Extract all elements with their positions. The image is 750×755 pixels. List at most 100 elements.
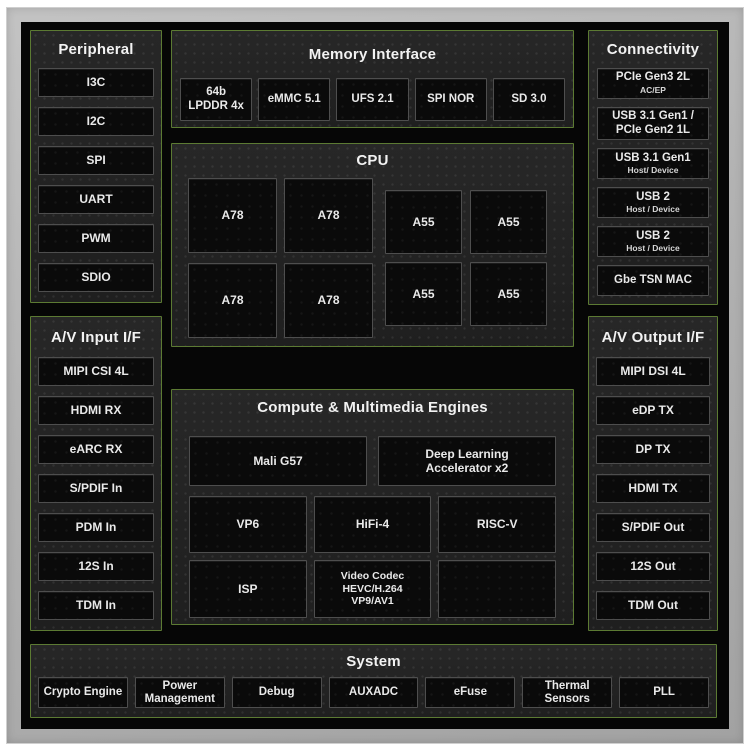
block-riscv: RISC-V bbox=[438, 496, 557, 553]
block-label: TDM In bbox=[76, 598, 116, 613]
block-label: VP6 bbox=[236, 517, 260, 532]
peripheral-items: I3C I2C SPI UART PWM SDIO bbox=[31, 68, 161, 292]
block-label: Gbe TSN MAC bbox=[614, 273, 692, 286]
block-label: Thermal Sensors bbox=[544, 679, 590, 705]
block-label: Debug bbox=[258, 686, 295, 699]
block-pll: PLL bbox=[619, 677, 710, 708]
block-label: PWM bbox=[81, 231, 111, 246]
block-label: Mali G57 bbox=[253, 453, 303, 468]
av-output-items: MIPI DSI 4L eDP TX DP TX HDMI TX S/PDIF … bbox=[589, 357, 717, 620]
block-label: ISP bbox=[238, 581, 258, 596]
block-label: S/PDIF Out bbox=[621, 520, 685, 535]
block-label: I2C bbox=[86, 114, 106, 129]
block-i3c: I3C bbox=[38, 68, 154, 97]
panel-title: A/V Output I/F bbox=[601, 328, 705, 346]
block-lpddr4: 64b LPDDR 4x bbox=[180, 78, 253, 121]
block-spi-nor: SPI NOR bbox=[414, 78, 487, 121]
block-usb2-b: USB 2 Host / Device bbox=[597, 226, 709, 258]
block-video-codec: Video Codec HEVC/H.264 VP9/AV1 bbox=[313, 560, 432, 618]
block-label: I3C bbox=[86, 75, 106, 90]
block-a55-core: A55 bbox=[385, 262, 462, 326]
block-auxadc: AUXADC bbox=[328, 677, 419, 708]
block-12s-out: 12S Out bbox=[596, 552, 710, 581]
panel-cpu: CPU A78 A78 A78 A78 A55 A55 A55 A55 bbox=[171, 143, 574, 347]
block-usb31-pcie-gen2: USB 3.1 Gen1 / PCIe Gen2 1L bbox=[597, 107, 709, 141]
block-label: UART bbox=[79, 192, 113, 207]
block-label: S/PDIF In bbox=[69, 481, 123, 496]
panel-title: System bbox=[346, 652, 401, 670]
panel-title: Connectivity bbox=[606, 41, 700, 58]
panel-title: CPU bbox=[356, 151, 389, 169]
panel-memory-interface: Memory Interface 64b LPDDR 4x eMMC 5.1 U… bbox=[171, 30, 574, 128]
block-label: HDMI RX bbox=[70, 403, 122, 418]
block-emmc: eMMC 5.1 bbox=[258, 78, 331, 121]
memory-items: 64b LPDDR 4x eMMC 5.1 UFS 2.1 SPI NOR SD… bbox=[172, 78, 573, 121]
block-label: TDM Out bbox=[628, 598, 678, 613]
panel-title: Compute & Multimedia Engines bbox=[257, 398, 488, 416]
panel-system: System Crypto Engine Power Management De… bbox=[30, 644, 717, 718]
block-sdio: SDIO bbox=[38, 263, 154, 292]
block-earc-rx: eARC RX bbox=[38, 435, 154, 464]
block-thermal-sensors: Thermal Sensors bbox=[522, 677, 613, 708]
block-label: eFuse bbox=[453, 686, 487, 699]
block-label: Deep Learning Accelerator x2 bbox=[425, 446, 509, 475]
block-label: USB 2 bbox=[636, 190, 670, 203]
chip-frame: Peripheral I3C I2C SPI UART PWM SDIO A/V… bbox=[6, 7, 744, 744]
compute-row-1: Mali G57 Deep Learning Accelerator x2 bbox=[172, 436, 573, 486]
panel-compute-multimedia: Compute & Multimedia Engines Mali G57 De… bbox=[171, 389, 574, 625]
block-label: PCIe Gen3 2L bbox=[615, 71, 691, 84]
block-sublabel: Host/ Device bbox=[627, 165, 679, 176]
block-a78-core: A78 bbox=[188, 263, 277, 338]
right-column: Connectivity PCIe Gen3 2L AC/EP USB 3.1 … bbox=[588, 30, 718, 631]
block-label: RISC-V bbox=[476, 517, 518, 532]
block-sublabel: AC/EP bbox=[640, 84, 666, 95]
block-label: A55 bbox=[497, 286, 520, 301]
panel-title: Memory Interface bbox=[308, 46, 437, 63]
block-deep-learning-accelerator: Deep Learning Accelerator x2 bbox=[378, 436, 556, 486]
a55-core-cluster: A55 A55 A55 A55 bbox=[385, 190, 547, 326]
system-items: Crypto Engine Power Management Debug AUX… bbox=[31, 677, 716, 708]
block-label: SPI bbox=[86, 153, 106, 168]
block-mipi-csi-4l: MIPI CSI 4L bbox=[38, 357, 154, 386]
block-edp-tx: eDP TX bbox=[596, 396, 710, 425]
block-label: eARC RX bbox=[69, 442, 123, 457]
block-label: SPI NOR bbox=[427, 92, 475, 105]
block-label: SD 3.0 bbox=[511, 92, 547, 105]
connectivity-items: PCIe Gen3 2L AC/EP USB 3.1 Gen1 / PCIe G… bbox=[589, 68, 717, 297]
block-pwm: PWM bbox=[38, 224, 154, 253]
block-label: PDM In bbox=[75, 520, 117, 535]
block-label: A55 bbox=[497, 214, 520, 229]
block-label: A55 bbox=[412, 214, 435, 229]
block-label: AUXADC bbox=[348, 686, 399, 699]
block-a78-core: A78 bbox=[284, 263, 373, 338]
block-label: USB 3.1 Gen1 bbox=[615, 151, 691, 164]
panel-connectivity: Connectivity PCIe Gen3 2L AC/EP USB 3.1 … bbox=[588, 30, 718, 305]
block-sublabel: Host / Device bbox=[626, 204, 680, 215]
block-sublabel: Host / Device bbox=[626, 243, 680, 254]
panel-av-input: A/V Input I/F MIPI CSI 4L HDMI RX eARC R… bbox=[30, 316, 162, 631]
block-hdmi-rx: HDMI RX bbox=[38, 396, 154, 425]
block-label: eMMC 5.1 bbox=[267, 92, 321, 105]
block-a78-core: A78 bbox=[284, 178, 373, 253]
panel-peripheral: Peripheral I3C I2C SPI UART PWM SDIO bbox=[30, 30, 162, 303]
block-vp6: VP6 bbox=[189, 496, 307, 553]
block-hdmi-tx: HDMI TX bbox=[596, 474, 710, 503]
compute-row-2: VP6 HiFi-4 RISC-V bbox=[172, 496, 573, 553]
block-usb2-a: USB 2 Host / Device bbox=[597, 187, 709, 219]
block-label: DP TX bbox=[635, 442, 671, 457]
block-crypto-engine: Crypto Engine bbox=[38, 677, 128, 708]
block-label: A78 bbox=[221, 208, 244, 223]
block-label: Crypto Engine bbox=[43, 686, 123, 699]
block-debug: Debug bbox=[231, 677, 322, 708]
panel-av-output: A/V Output I/F MIPI DSI 4L eDP TX DP TX … bbox=[588, 316, 718, 631]
block-12s-in: 12S In bbox=[38, 552, 154, 581]
block-label: A78 bbox=[317, 293, 340, 308]
block-empty bbox=[438, 560, 557, 618]
block-gbe-tsn-mac: Gbe TSN MAC bbox=[597, 265, 709, 297]
block-uart: UART bbox=[38, 185, 154, 214]
block-mipi-dsi-4l: MIPI DSI 4L bbox=[596, 357, 710, 386]
block-label: HDMI TX bbox=[628, 481, 678, 496]
block-label: 64b LPDDR 4x bbox=[188, 85, 244, 112]
compute-row-3: ISP Video Codec HEVC/H.264 VP9/AV1 bbox=[172, 560, 573, 618]
block-sd: SD 3.0 bbox=[492, 78, 566, 121]
